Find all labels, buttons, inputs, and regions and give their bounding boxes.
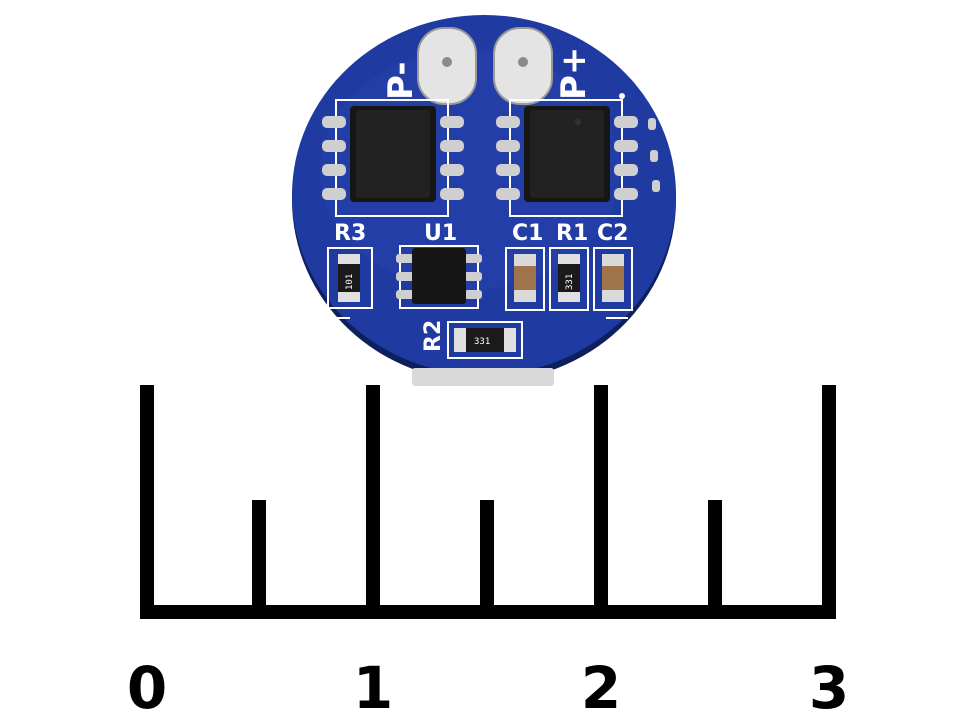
mosfet-chip-right (496, 99, 638, 217)
ruler-label-2: 2 (581, 654, 621, 722)
label-r2: R2 (421, 320, 446, 352)
ruler-minor-tick-1 (252, 500, 266, 619)
label-c2: C2 (597, 221, 628, 246)
resistor-r2: 331 (447, 321, 523, 359)
controller-ic-u1 (396, 245, 482, 309)
pad-negative (417, 27, 477, 105)
ruler-label-0: 0 (127, 654, 167, 722)
ruler-major-tick-2 (594, 385, 608, 619)
resistor-r1-code: 331 (565, 274, 575, 290)
label-r3: R3 (334, 221, 366, 246)
resistor-r3-code: 101 (345, 274, 355, 290)
resistor-r1: 331 (549, 247, 589, 311)
ruler-label-3: 3 (809, 654, 849, 722)
pcb-board: P- P+ (292, 15, 676, 386)
capacitor-c1 (505, 247, 545, 311)
pad-label-negative: P- (381, 62, 421, 100)
edge-connector (412, 368, 554, 386)
ruler-major-tick-3 (822, 385, 836, 619)
resistor-r2-code: 331 (474, 337, 490, 347)
ruler-minor-tick-2 (480, 500, 494, 619)
capacitor-c2 (593, 247, 633, 311)
mosfet-chip-left (322, 99, 464, 217)
label-u1: U1 (424, 221, 457, 246)
ruler-minor-tick-3 (708, 500, 722, 619)
ruler-major-tick-0 (140, 385, 154, 619)
pad-label-positive: P+ (554, 47, 594, 100)
label-r1: R1 (556, 221, 588, 246)
label-c1: C1 (512, 221, 543, 246)
ruler-label-1: 1 (353, 654, 393, 722)
pad-positive (493, 27, 553, 105)
ruler-major-tick-1 (366, 385, 380, 619)
resistor-r3: 101 (327, 247, 373, 309)
ruler: 0 1 2 3 (127, 385, 849, 722)
